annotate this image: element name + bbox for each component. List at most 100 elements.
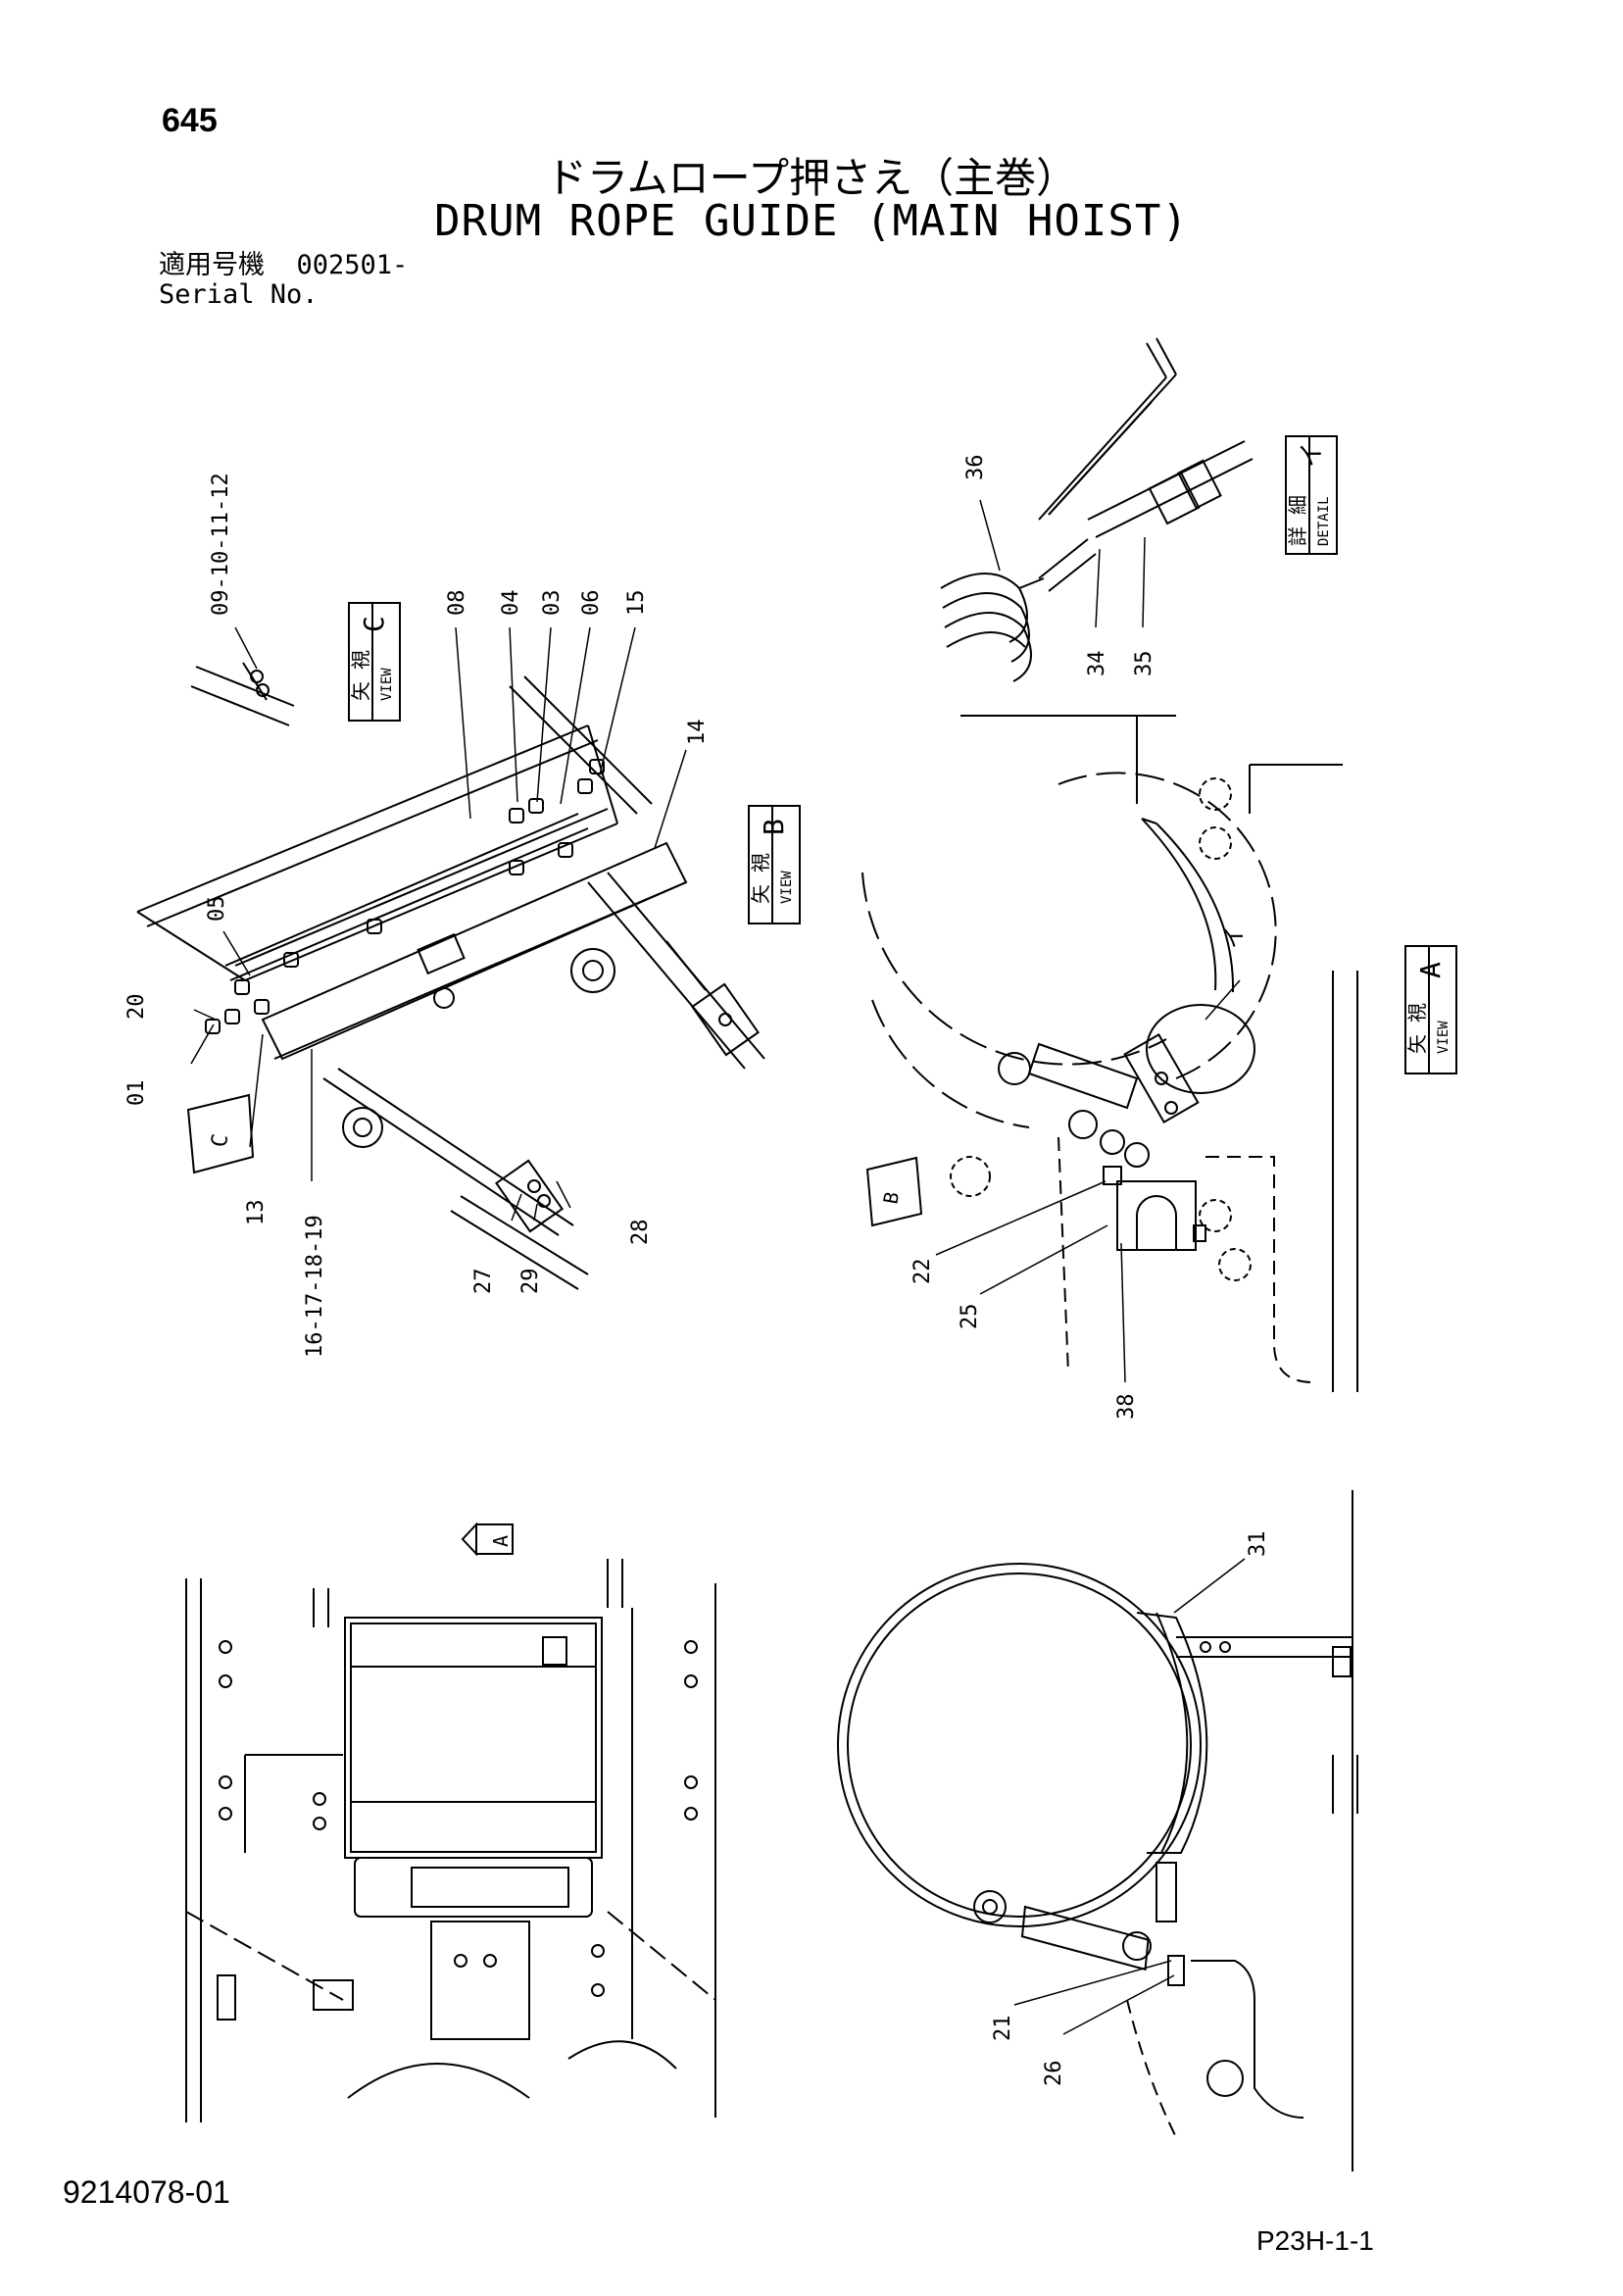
detail-i-jp: 詳 細 bbox=[1286, 495, 1309, 546]
frame-line bbox=[234, 808, 609, 967]
detail-i-leaders bbox=[979, 499, 1146, 628]
detail-i-label-box bbox=[1285, 435, 1338, 555]
arm-pin bbox=[1122, 1931, 1152, 1961]
hidden-brace bbox=[185, 1911, 344, 2001]
view-a-arrow-head bbox=[461, 1522, 477, 1557]
frame-end bbox=[587, 724, 618, 824]
callout-05: 05 bbox=[205, 896, 229, 923]
view-a-assembly bbox=[861, 715, 1358, 1392]
drum-view-leaders bbox=[1013, 1558, 1246, 2035]
spring-coil bbox=[942, 592, 1030, 663]
callout-26: 26 bbox=[1042, 2061, 1066, 2087]
guide-bar bbox=[261, 841, 688, 1061]
callout-01: 01 bbox=[124, 1080, 149, 1107]
drum-housing bbox=[344, 1617, 603, 1859]
guide-plate bbox=[1156, 823, 1235, 993]
document-number: 9214078-01 bbox=[63, 2174, 230, 2210]
drum-housing-inner bbox=[350, 1622, 597, 1853]
bolt-shaft bbox=[242, 662, 268, 701]
swing-arm bbox=[1027, 1042, 1139, 1110]
serial-label-jp: 適用号機 bbox=[159, 250, 265, 280]
view-a-jp: 矢 視 bbox=[1405, 1003, 1429, 1054]
arm-bracket bbox=[1156, 1862, 1177, 1922]
frame-line bbox=[509, 685, 638, 815]
lower-frame bbox=[1191, 1960, 1304, 2119]
hidden-bolt bbox=[1199, 777, 1232, 811]
plan-view-assembly bbox=[185, 1522, 716, 2122]
drum-inner bbox=[847, 1572, 1192, 1918]
bracket-leg bbox=[322, 1077, 560, 1236]
mount-plate bbox=[495, 1159, 564, 1233]
view-c-letter: C bbox=[358, 616, 390, 632]
guide-plate bbox=[1141, 818, 1157, 824]
callout-labels: 09-10-11-12 08 04 03 06 15 14 05 20 01 1… bbox=[124, 455, 1270, 2087]
rope-line bbox=[190, 685, 290, 726]
callout-31: 31 bbox=[1246, 1531, 1270, 1558]
bolt-group bbox=[205, 759, 605, 1034]
spring-coil bbox=[946, 631, 1026, 648]
nut bbox=[1103, 1166, 1122, 1185]
callout-36: 36 bbox=[963, 455, 988, 481]
mount-plate bbox=[691, 982, 760, 1057]
clamp-block bbox=[417, 932, 466, 975]
cover-line bbox=[1146, 342, 1167, 378]
view-c-en: VIEW bbox=[379, 668, 395, 701]
hook-rod bbox=[1038, 538, 1089, 579]
view-b-label-box bbox=[748, 805, 801, 924]
callout-34: 34 bbox=[1085, 651, 1109, 677]
bracket-leg bbox=[337, 1068, 574, 1226]
roller bbox=[342, 1107, 383, 1148]
bolt bbox=[1155, 1072, 1168, 1085]
roller bbox=[570, 948, 615, 993]
arrow-a-letter: A bbox=[489, 1535, 513, 1547]
callout-13: 13 bbox=[244, 1200, 269, 1226]
guide-plate bbox=[1141, 818, 1217, 991]
rope-line bbox=[195, 666, 295, 707]
plan-view-holes bbox=[219, 1640, 698, 1997]
frame-line bbox=[244, 823, 618, 981]
guide-roller-unit bbox=[354, 1857, 593, 1918]
detail-i-en: DETAIL bbox=[1316, 496, 1332, 546]
housing-line bbox=[224, 813, 579, 967]
hidden-bolt bbox=[1199, 826, 1232, 860]
nut bbox=[1148, 471, 1201, 525]
view-a-letter: A bbox=[1414, 962, 1447, 978]
callout-14: 14 bbox=[685, 720, 710, 746]
guide-bar-edge bbox=[273, 881, 687, 1060]
callout-29: 29 bbox=[518, 1269, 543, 1295]
spring-coil bbox=[944, 612, 1032, 682]
arm-pin bbox=[1124, 1142, 1150, 1168]
view-a-en: VIEW bbox=[1436, 1021, 1451, 1054]
view-c-leaders bbox=[190, 626, 687, 1222]
small-block bbox=[217, 1974, 236, 2021]
arm-pivot-inner bbox=[982, 1899, 998, 1915]
drum-guide-plate bbox=[1136, 1612, 1208, 1854]
callout-20: 20 bbox=[124, 994, 149, 1021]
title-english: DRUM ROPE GUIDE (MAIN HOIST) bbox=[434, 196, 1189, 246]
view-a-label-box bbox=[1404, 945, 1457, 1074]
threaded-rod bbox=[1095, 458, 1254, 538]
arm-bracket bbox=[1123, 1032, 1200, 1124]
drum-arm bbox=[1020, 1905, 1150, 1972]
drum-dashed bbox=[1057, 772, 1277, 1079]
nut bbox=[1193, 1224, 1206, 1242]
bracket-leg bbox=[587, 881, 746, 1070]
frame-line bbox=[146, 739, 599, 927]
view-b-arrow bbox=[865, 1156, 923, 1227]
callout-03: 03 bbox=[540, 590, 565, 617]
callout-22: 22 bbox=[910, 1259, 935, 1285]
drum-dashed bbox=[871, 999, 1030, 1128]
callout-06: 06 bbox=[579, 590, 604, 617]
spring-coil bbox=[940, 573, 1028, 643]
pin bbox=[433, 987, 455, 1009]
hidden-line bbox=[1126, 1999, 1177, 2138]
bracket-leg bbox=[665, 940, 707, 991]
view-c-assembly bbox=[136, 662, 765, 1290]
hidden-frame bbox=[1205, 1156, 1314, 1383]
callout-08: 08 bbox=[445, 590, 469, 617]
nut bbox=[1177, 459, 1222, 510]
callout-28: 28 bbox=[628, 1220, 653, 1246]
arm-pin bbox=[1100, 1129, 1125, 1155]
title-japanese: ドラムロープ押さえ（主巻） bbox=[545, 154, 1078, 202]
